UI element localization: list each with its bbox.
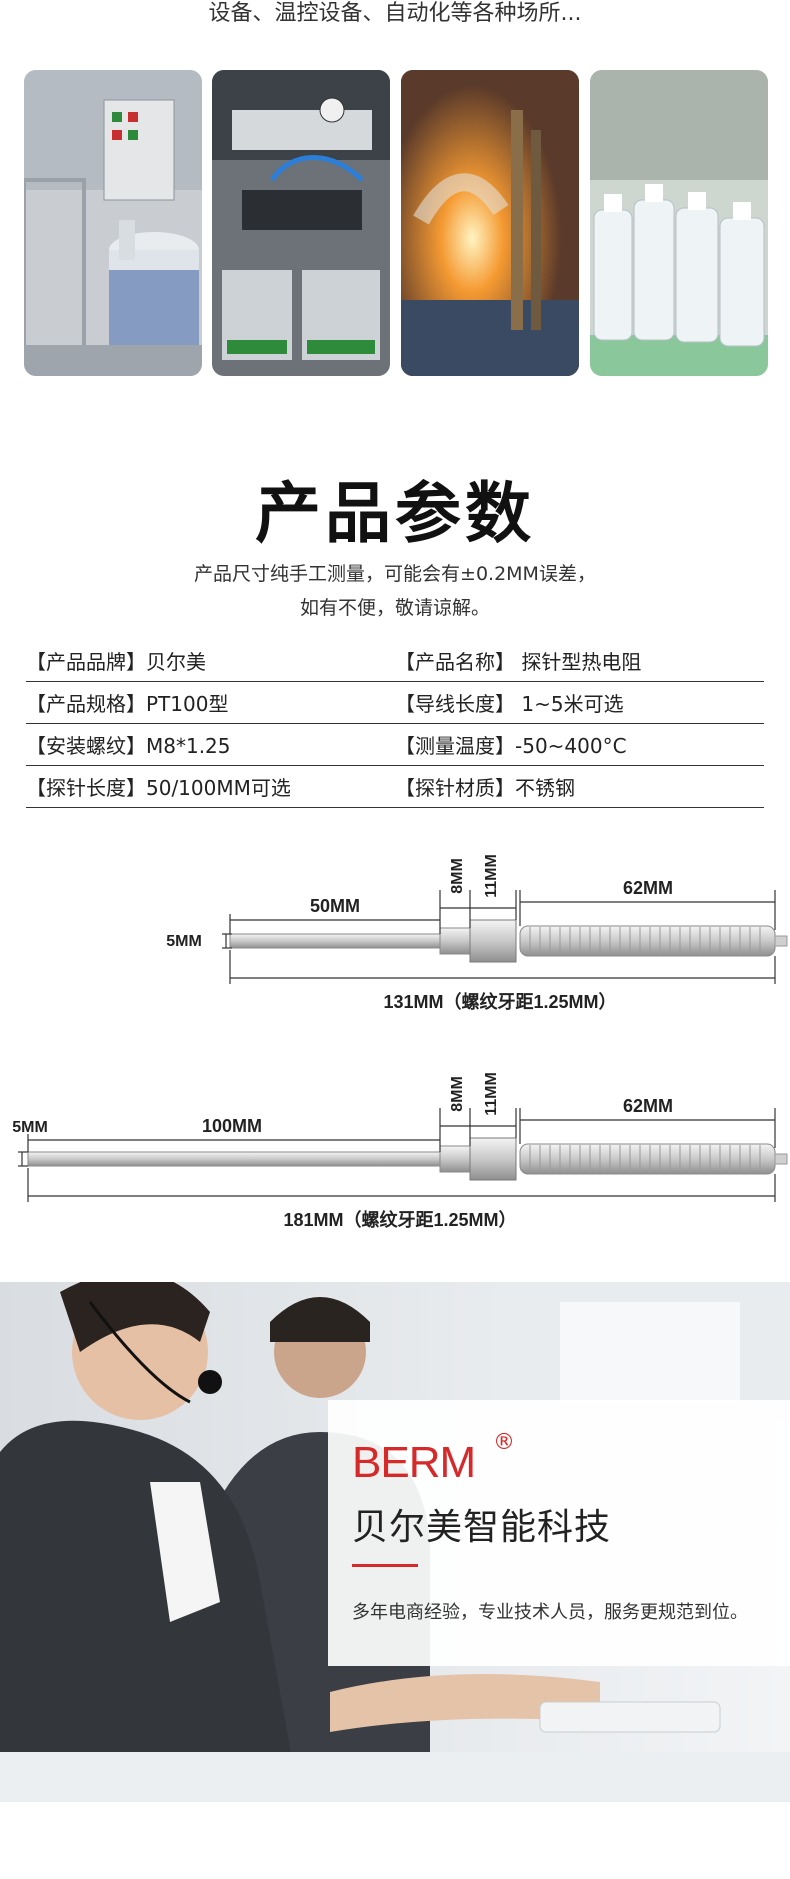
brand-logo: BERM [352, 1438, 476, 1487]
scene-image-pneumatic [212, 70, 390, 376]
customer-service-photo [0, 1282, 790, 1802]
furnace-photo [401, 70, 579, 376]
params-note-line2: 如有不便，敬请谅解。 [299, 597, 490, 619]
dim-diameter: 5MM [12, 1119, 48, 1136]
scene-image-pharmaceutical [24, 70, 202, 376]
param-probe-material: 【探针材质】不锈钢 [395, 776, 575, 800]
spring-guard [519, 1143, 776, 1175]
hex-nut [469, 919, 517, 963]
param-thread: 【安装螺纹】M8*1.25 [26, 734, 231, 758]
hex-nut [469, 1137, 517, 1181]
dim-thread-length: 8MM [449, 1076, 466, 1112]
dim-nut-length: 11MM [483, 854, 500, 898]
pharmaceutical-tank-photo [24, 70, 202, 376]
brand-banner: BERM ® 贝尔美智能科技 多年电商经验，专业技术人员，服务更规范到位。 [0, 1282, 790, 1802]
thread-section [439, 927, 471, 955]
dim-total-length: 131MM（螺纹牙距1.25MM） [383, 991, 616, 1012]
dim-probe-length: 50MM [310, 896, 360, 916]
params-table: 【产品品牌】贝尔美 【产品名称】 探针型热电阻 【产品规格】PT100型 【导线… [26, 640, 764, 808]
params-row-spec: 【产品规格】PT100型 【导线长度】 1~5米可选 [26, 682, 764, 724]
brand-company-name: 贝尔美智能科技 [352, 1507, 612, 1548]
dimension-drawing-50mm: 50MM 8MM 11MM 62MM 5MM 131MM（螺纹牙距1.25MM） [0, 850, 790, 1040]
param-wire-length: 【导线长度】 1~5米可选 [395, 692, 624, 716]
probe-tube [229, 933, 441, 949]
params-note-line1: 产品尺寸纯手工测量，可能会有±0.2MM误差， [194, 563, 596, 585]
dim-spring-length: 62MM [623, 1096, 673, 1116]
dim-thread-length: 8MM [449, 858, 466, 894]
brand-slogan: 多年电商经验，专业技术人员，服务更规范到位。 [352, 1602, 748, 1623]
dim-total-length: 181MM（螺纹牙距1.25MM） [283, 1209, 516, 1230]
dim-probe-length: 100MM [202, 1116, 262, 1136]
params-row-brand: 【产品品牌】贝尔美 【产品名称】 探针型热电阻 [26, 640, 764, 682]
thread-section [439, 1145, 471, 1173]
brand-card: BERM ® 贝尔美智能科技 多年电商经验，专业技术人员，服务更规范到位。 [328, 1400, 790, 1666]
dim-nut-length: 11MM [483, 1072, 500, 1116]
scene-image-bottles [590, 70, 768, 376]
probe-tube [27, 1151, 441, 1167]
params-row-thread: 【安装螺纹】M8*1.25 【测量温度】-50~400°C [26, 724, 764, 766]
params-row-probe: 【探针长度】50/100MM可选 【探针材质】不锈钢 [26, 766, 764, 808]
param-brand: 【产品品牌】贝尔美 [26, 650, 206, 674]
spring-guard [519, 925, 776, 957]
bottle-line-photo [590, 70, 768, 376]
scene-image-furnace [401, 70, 579, 376]
dimension-drawing-100mm: 100MM 8MM 11MM 62MM 5MM 181MM（螺纹牙距1.25MM… [0, 1068, 790, 1258]
application-scenes [24, 70, 768, 376]
param-temp-range: 【测量温度】-50~400°C [395, 734, 627, 758]
brand-divider [352, 1564, 418, 1567]
dim-diameter: 5MM [166, 933, 202, 950]
param-probe-length: 【探针长度】50/100MM可选 [26, 776, 291, 800]
params-title: 产品参数 [255, 475, 535, 552]
registered-mark-icon: ® [493, 1430, 515, 1455]
param-spec: 【产品规格】PT100型 [26, 692, 229, 716]
dim-spring-length: 62MM [623, 878, 673, 898]
intro-text: 设备、温控设备、自动化等各种场所... [208, 1, 582, 26]
pneumatic-machine-photo [212, 70, 390, 376]
param-product-name: 【产品名称】 探针型热电阻 [395, 650, 642, 674]
